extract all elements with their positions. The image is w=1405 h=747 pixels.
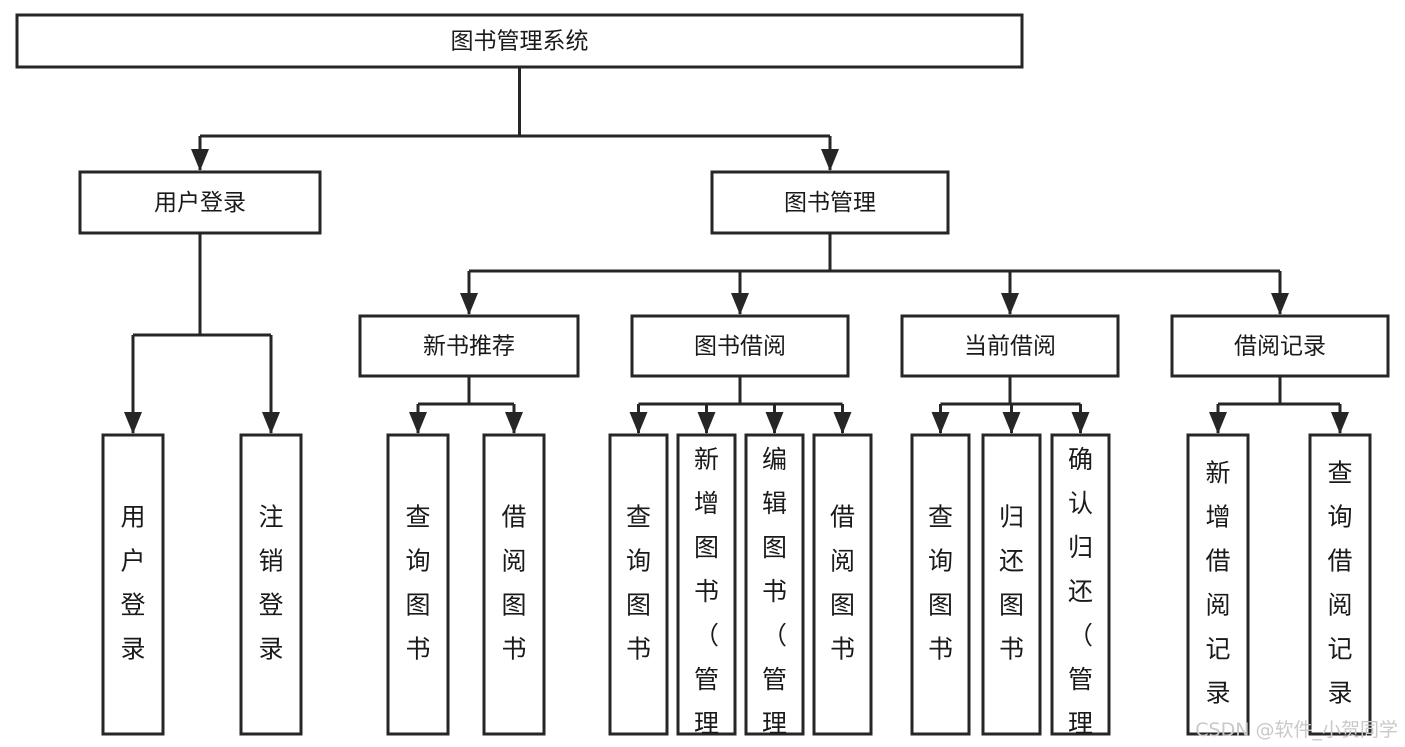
leaf-new-book-recommend-2-rect xyxy=(482,433,546,736)
leaf-book-borrow-2[interactable]: 新增图书（管理员） xyxy=(676,433,737,747)
arrow-head-icon xyxy=(1209,412,1227,434)
arrow-head-icon xyxy=(1001,293,1019,315)
node-level3-4-rect xyxy=(1170,314,1390,378)
arrow-head-icon xyxy=(1071,412,1090,434)
node-level3-2-rect xyxy=(630,314,850,378)
node-root-book-management-system[interactable]: 图书管理系统 xyxy=(15,13,1024,69)
leaf-new-book-recommend-2-label: 借阅图书 xyxy=(501,503,526,664)
leaf-book-borrow-1[interactable]: 查询图书 xyxy=(608,433,669,736)
node-book-management[interactable]: 图书管理 xyxy=(710,170,950,235)
leaf-book-borrow-4-label: 借阅图书 xyxy=(830,503,855,664)
node-user-login-label: 用户登录 xyxy=(154,190,246,216)
leaf-book-borrow-1-label: 查询图书 xyxy=(626,503,651,664)
arrow-head-icon xyxy=(765,412,784,434)
leaf-book-borrow-3-rect xyxy=(744,433,805,736)
leaf-book-borrow-4-rect xyxy=(812,433,873,736)
leaf-current-borrow-3-label: 确认归还（管理员） xyxy=(1068,445,1093,747)
leaf-book-borrow-4[interactable]: 借阅图书 xyxy=(812,433,873,736)
node-level3-4-label: 借阅记录 xyxy=(1234,334,1326,360)
leaf-user-login-2[interactable]: 注销登录 xyxy=(239,433,303,736)
leaf-book-borrow-2-label: 新增图书（管理员） xyxy=(694,445,719,747)
node-level3-2-label: 图书借阅 xyxy=(694,334,786,360)
leaf-current-borrow-2-rect xyxy=(981,433,1042,736)
arrow-head-icon xyxy=(124,412,142,434)
leaf-current-borrow-2-label: 归还图书 xyxy=(999,503,1024,664)
node-level3-3-rect xyxy=(900,314,1120,378)
node-level3-1-label: 新书推荐 xyxy=(423,334,515,360)
leaf-borrow-record-1[interactable]: 新增借阅记录 xyxy=(1186,433,1250,736)
leaf-borrow-record-1-label: 新增借阅记录 xyxy=(1205,459,1230,708)
leaf-current-borrow-3-rect xyxy=(1050,433,1111,736)
node-user-login[interactable]: 用户登录 xyxy=(78,170,322,235)
leaf-new-book-recommend-2[interactable]: 借阅图书 xyxy=(482,433,546,736)
arrow-head-icon xyxy=(505,412,523,434)
node-level3-3-label: 当前借阅 xyxy=(964,334,1056,360)
arrow-head-icon xyxy=(1271,293,1289,315)
leaf-current-borrow-1[interactable]: 查询图书 xyxy=(910,433,971,736)
csdn-watermark: CSDN @软件_小贺同学 xyxy=(1195,719,1398,741)
arrow-head-icon xyxy=(833,412,852,434)
arrow-head-icon xyxy=(1331,412,1349,434)
leaf-user-login-1[interactable]: 用户登录 xyxy=(101,433,165,736)
node-level3-4[interactable]: 借阅记录 xyxy=(1170,314,1390,378)
arrow-head-icon xyxy=(191,149,209,171)
node-book-management-label: 图书管理 xyxy=(784,190,876,216)
leaf-new-book-recommend-1[interactable]: 查询图书 xyxy=(386,433,450,736)
arrow-head-icon xyxy=(821,149,839,171)
connector-layer xyxy=(124,67,1349,434)
leaf-current-borrow-2[interactable]: 归还图书 xyxy=(981,433,1042,736)
leaf-current-borrow-1-label: 查询图书 xyxy=(928,503,953,664)
leaf-user-login-1-label: 用户登录 xyxy=(120,503,145,664)
arrow-head-icon xyxy=(460,293,478,315)
leaf-borrow-record-1-rect xyxy=(1186,433,1250,736)
leaf-book-borrow-3[interactable]: 编辑图书（管理员） xyxy=(744,433,805,747)
leaf-new-book-recommend-1-label: 查询图书 xyxy=(405,503,430,664)
leaf-borrow-record-2-label: 查询借阅记录 xyxy=(1327,459,1352,708)
leaf-current-borrow-3[interactable]: 确认归还（管理员） xyxy=(1050,433,1111,747)
leaf-user-login-2-label: 注销登录 xyxy=(258,503,283,664)
leaf-user-login-2-rect xyxy=(239,433,303,736)
node-root-book-management-system-rect xyxy=(15,13,1024,69)
node-level3-3[interactable]: 当前借阅 xyxy=(900,314,1120,378)
leaf-user-login-1-rect xyxy=(101,433,165,736)
arrow-head-icon xyxy=(262,412,280,434)
leaf-current-borrow-1-rect xyxy=(910,433,971,736)
leaf-new-book-recommend-1-rect xyxy=(386,433,450,736)
leaf-borrow-record-2-rect xyxy=(1308,433,1372,736)
leaf-book-borrow-3-label: 编辑图书（管理员） xyxy=(762,445,787,747)
arrow-head-icon xyxy=(731,293,749,315)
leaf-book-borrow-2-rect xyxy=(676,433,737,736)
leaf-borrow-record-2[interactable]: 查询借阅记录 xyxy=(1308,433,1372,736)
leaf-book-borrow-1-rect xyxy=(608,433,669,736)
node-level3-1[interactable]: 新书推荐 xyxy=(358,314,580,378)
arrow-head-icon xyxy=(931,412,950,434)
node-level3-2[interactable]: 图书借阅 xyxy=(630,314,850,378)
arrow-head-icon xyxy=(409,412,427,434)
arrow-head-icon xyxy=(1002,412,1021,434)
node-root-book-management-system-label: 图书管理系统 xyxy=(451,29,589,55)
node-book-management-rect xyxy=(710,170,950,235)
node-user-login-rect xyxy=(78,170,322,235)
node-layer: 图书管理系统用户登录图书管理新书推荐图书借阅当前借阅借阅记录用户登录注销登录查询… xyxy=(15,13,1390,747)
arrow-head-icon xyxy=(629,412,648,434)
node-level3-1-rect xyxy=(358,314,580,378)
arrow-head-icon xyxy=(697,412,716,434)
